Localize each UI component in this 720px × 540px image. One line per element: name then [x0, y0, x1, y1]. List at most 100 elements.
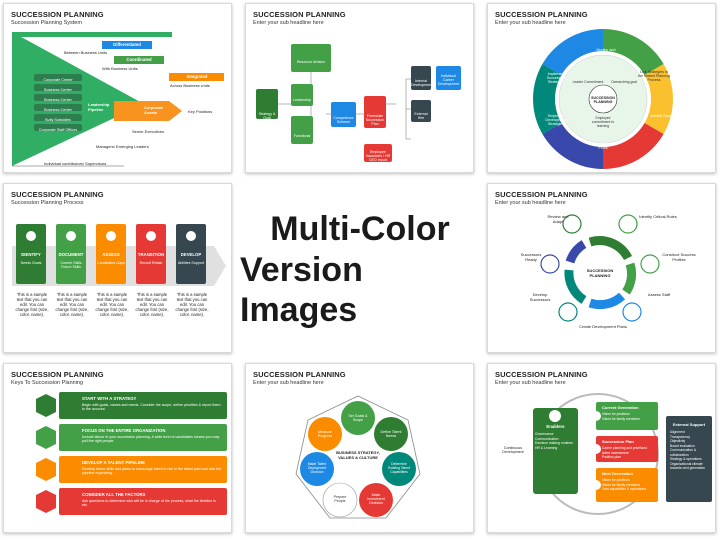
key-head: DEVELOP A TALENT PIPELINE: [82, 460, 146, 465]
process-flow-diagram: [256, 44, 461, 162]
segment-label: Made Talent Deployment Decision: [307, 462, 327, 474]
plan-list: Career planning and prioritized talent a…: [602, 446, 656, 460]
list-item: Organizational climate towards next gene…: [670, 461, 706, 471]
enablers-head: Enablers: [546, 424, 565, 429]
step-label: TRANSITION: [137, 252, 165, 257]
multi-color-heading: Multi-Color Version Images: [240, 180, 480, 360]
row-list: Corporate Center Business Center Busines…: [34, 75, 82, 135]
step-desc: Needs Goals: [20, 261, 42, 265]
slide-title: SUCCESSION PLANNING: [11, 10, 104, 19]
heptagon-diagram: [295, 395, 421, 519]
list-item: Vision for family members: [602, 482, 640, 487]
slide-thumb-4[interactable]: SUCCESSION PLANNING Succession Planning …: [3, 183, 232, 353]
row-item: Bully Subsidies: [45, 118, 71, 122]
slide-thumb-7[interactable]: SUCCESSION PLANNING Enter your sub headl…: [245, 363, 474, 533]
slide-thumb-8[interactable]: SUCCESSION PLANNING Enter your sub headl…: [487, 363, 716, 533]
list-item: Own capabilities & aspirations: [602, 487, 646, 491]
list-item: Communication & collaboration: [670, 448, 697, 457]
next-list: Vision for positions Vision for family m…: [602, 478, 656, 492]
slide-thumb-6[interactable]: SUCCESSION PLANNING Keys To Succession P…: [3, 363, 232, 533]
node-label: Individual Career Development: [437, 74, 460, 86]
heading-line-2: Version Images: [240, 250, 363, 330]
enablers-list: Governance Communication Decision making…: [535, 432, 577, 450]
slide-subtitle: Enter your sub headline here: [495, 380, 566, 386]
list-item: Career planning and prioritized talent a…: [602, 446, 648, 455]
inner-label: Leader Commitment: [572, 80, 604, 84]
key-text: Develop future skills and plans to encou…: [82, 467, 222, 475]
slide-title: SUCCESSION PLANNING: [11, 190, 104, 199]
generation-diagram: [533, 393, 712, 515]
step-label: DOCUMENT: [58, 252, 84, 257]
external-head: External Support: [672, 422, 706, 427]
inner-label: Overarching goal: [611, 80, 637, 84]
node-label: Resource division: [296, 60, 326, 64]
label-corporate-assets: Corporate Assets: [144, 105, 164, 115]
cycle-item: Successors Ready: [520, 252, 542, 262]
list-item: Governance: [535, 432, 554, 436]
external-list: Alignment Transparency Objectivity Board…: [670, 430, 710, 471]
cycle-wheel-diagram: [533, 29, 673, 169]
heading-line-1: Multi-Color: [270, 209, 450, 248]
step-body: This is a sample text that you can edit.…: [15, 292, 49, 317]
list-item: Board evaluation: [670, 443, 695, 448]
system-funnel-diagram: [12, 32, 224, 167]
center-label: SUCCESSION PLANNING: [586, 268, 614, 278]
label-integrated: Integrated: [186, 74, 208, 79]
step-label: ASSESS: [102, 252, 120, 257]
list-item: Vision for positions: [602, 412, 630, 416]
slide-thumb-1[interactable]: SUCCESSION PLANNING Succession Planning …: [3, 3, 232, 173]
current-head: Current Generation: [602, 405, 639, 410]
slide-subtitle: Enter your sub headline here: [253, 20, 324, 26]
segment-label: Link Strategies to the Market Planning P…: [638, 70, 670, 82]
cycle-item: Review and Adapt: [547, 214, 569, 224]
slide-thumb-5[interactable]: SUCCESSION PLANNING Enter your sub headl…: [487, 183, 716, 353]
slide-thumb-2[interactable]: SUCCESSION PLANNING Enter your sub headl…: [245, 3, 474, 173]
segment-label: Monitor and Evaluate: [596, 48, 616, 56]
segment-label: Prepare People: [333, 495, 347, 503]
step-body: This is a sample text that you can edit.…: [175, 292, 209, 317]
step-body: This is a sample text that you can edit.…: [55, 292, 89, 317]
slide-subtitle: Enter your sub headline here: [495, 20, 566, 26]
label-between: Between Business Units: [64, 50, 108, 55]
segment-label: Identify Gaps: [650, 114, 672, 118]
list-item: Vision for positions: [602, 478, 630, 482]
node-label: Employee Vacancies / HR CEO report: [365, 150, 391, 162]
cycle-item: Assess Staff: [647, 292, 671, 297]
label-coordinated: Coordinated: [126, 57, 152, 62]
label-across: Across Business Units: [170, 83, 210, 88]
slide-title: SUCCESSION PLANNING: [495, 370, 588, 379]
slide-subtitle: Enter your sub headline here: [495, 200, 566, 206]
slide-title: SUCCESSION PLANNING: [253, 370, 346, 379]
cycle-diagram: [540, 214, 660, 322]
row-item: Corporate Center: [43, 78, 73, 82]
label-individual: Individual contributors/ Supervisors: [44, 161, 107, 166]
list-item: Vision for family members: [602, 416, 640, 421]
label-differentiated: Differentiated: [113, 42, 141, 47]
label-with: With Business Units: [102, 66, 138, 71]
segment-label: Identify Talent Pools: [591, 142, 615, 150]
row-item: Business Center: [44, 98, 72, 102]
list-item: Communication: [535, 436, 559, 441]
slide-title: SUCCESSION PLANNING: [11, 370, 104, 379]
slide-thumb-3[interactable]: SUCCESSION PLANNING Enter your sub headl…: [487, 3, 716, 173]
step-label: DEVELOP: [180, 252, 202, 257]
continuous-label: Continuous Development: [502, 446, 524, 454]
node-label: Formulate Succession Plan: [365, 114, 385, 126]
list-item: Transparency: [670, 434, 691, 439]
step-desc: Candidates Gaps: [97, 261, 125, 265]
node-label: Leadership: [293, 98, 311, 102]
step-desc: Current Skills Future Skills: [60, 261, 82, 269]
keys-list-diagram: [36, 392, 227, 515]
center-label: BUSINESS STRATEGY, VALUES & CULTURE: [336, 450, 380, 460]
label-key-positions: Key Positions: [188, 109, 213, 114]
node-label: Competence Scheme: [333, 116, 354, 124]
key-text: Ask questions to determine who will be i…: [82, 499, 216, 507]
node-label: Functional: [293, 134, 311, 138]
node-label: Strategy & Goal: [258, 112, 276, 120]
next-head: Next Generation: [602, 471, 633, 476]
list-item: HR & Learning: [535, 445, 558, 450]
segment-label: Implement Succession Strategies: [546, 72, 566, 84]
plan-head: Succession Plan: [602, 439, 634, 444]
segment-label: Measure Progress: [317, 430, 333, 438]
process-arrow-diagram: [12, 224, 226, 286]
